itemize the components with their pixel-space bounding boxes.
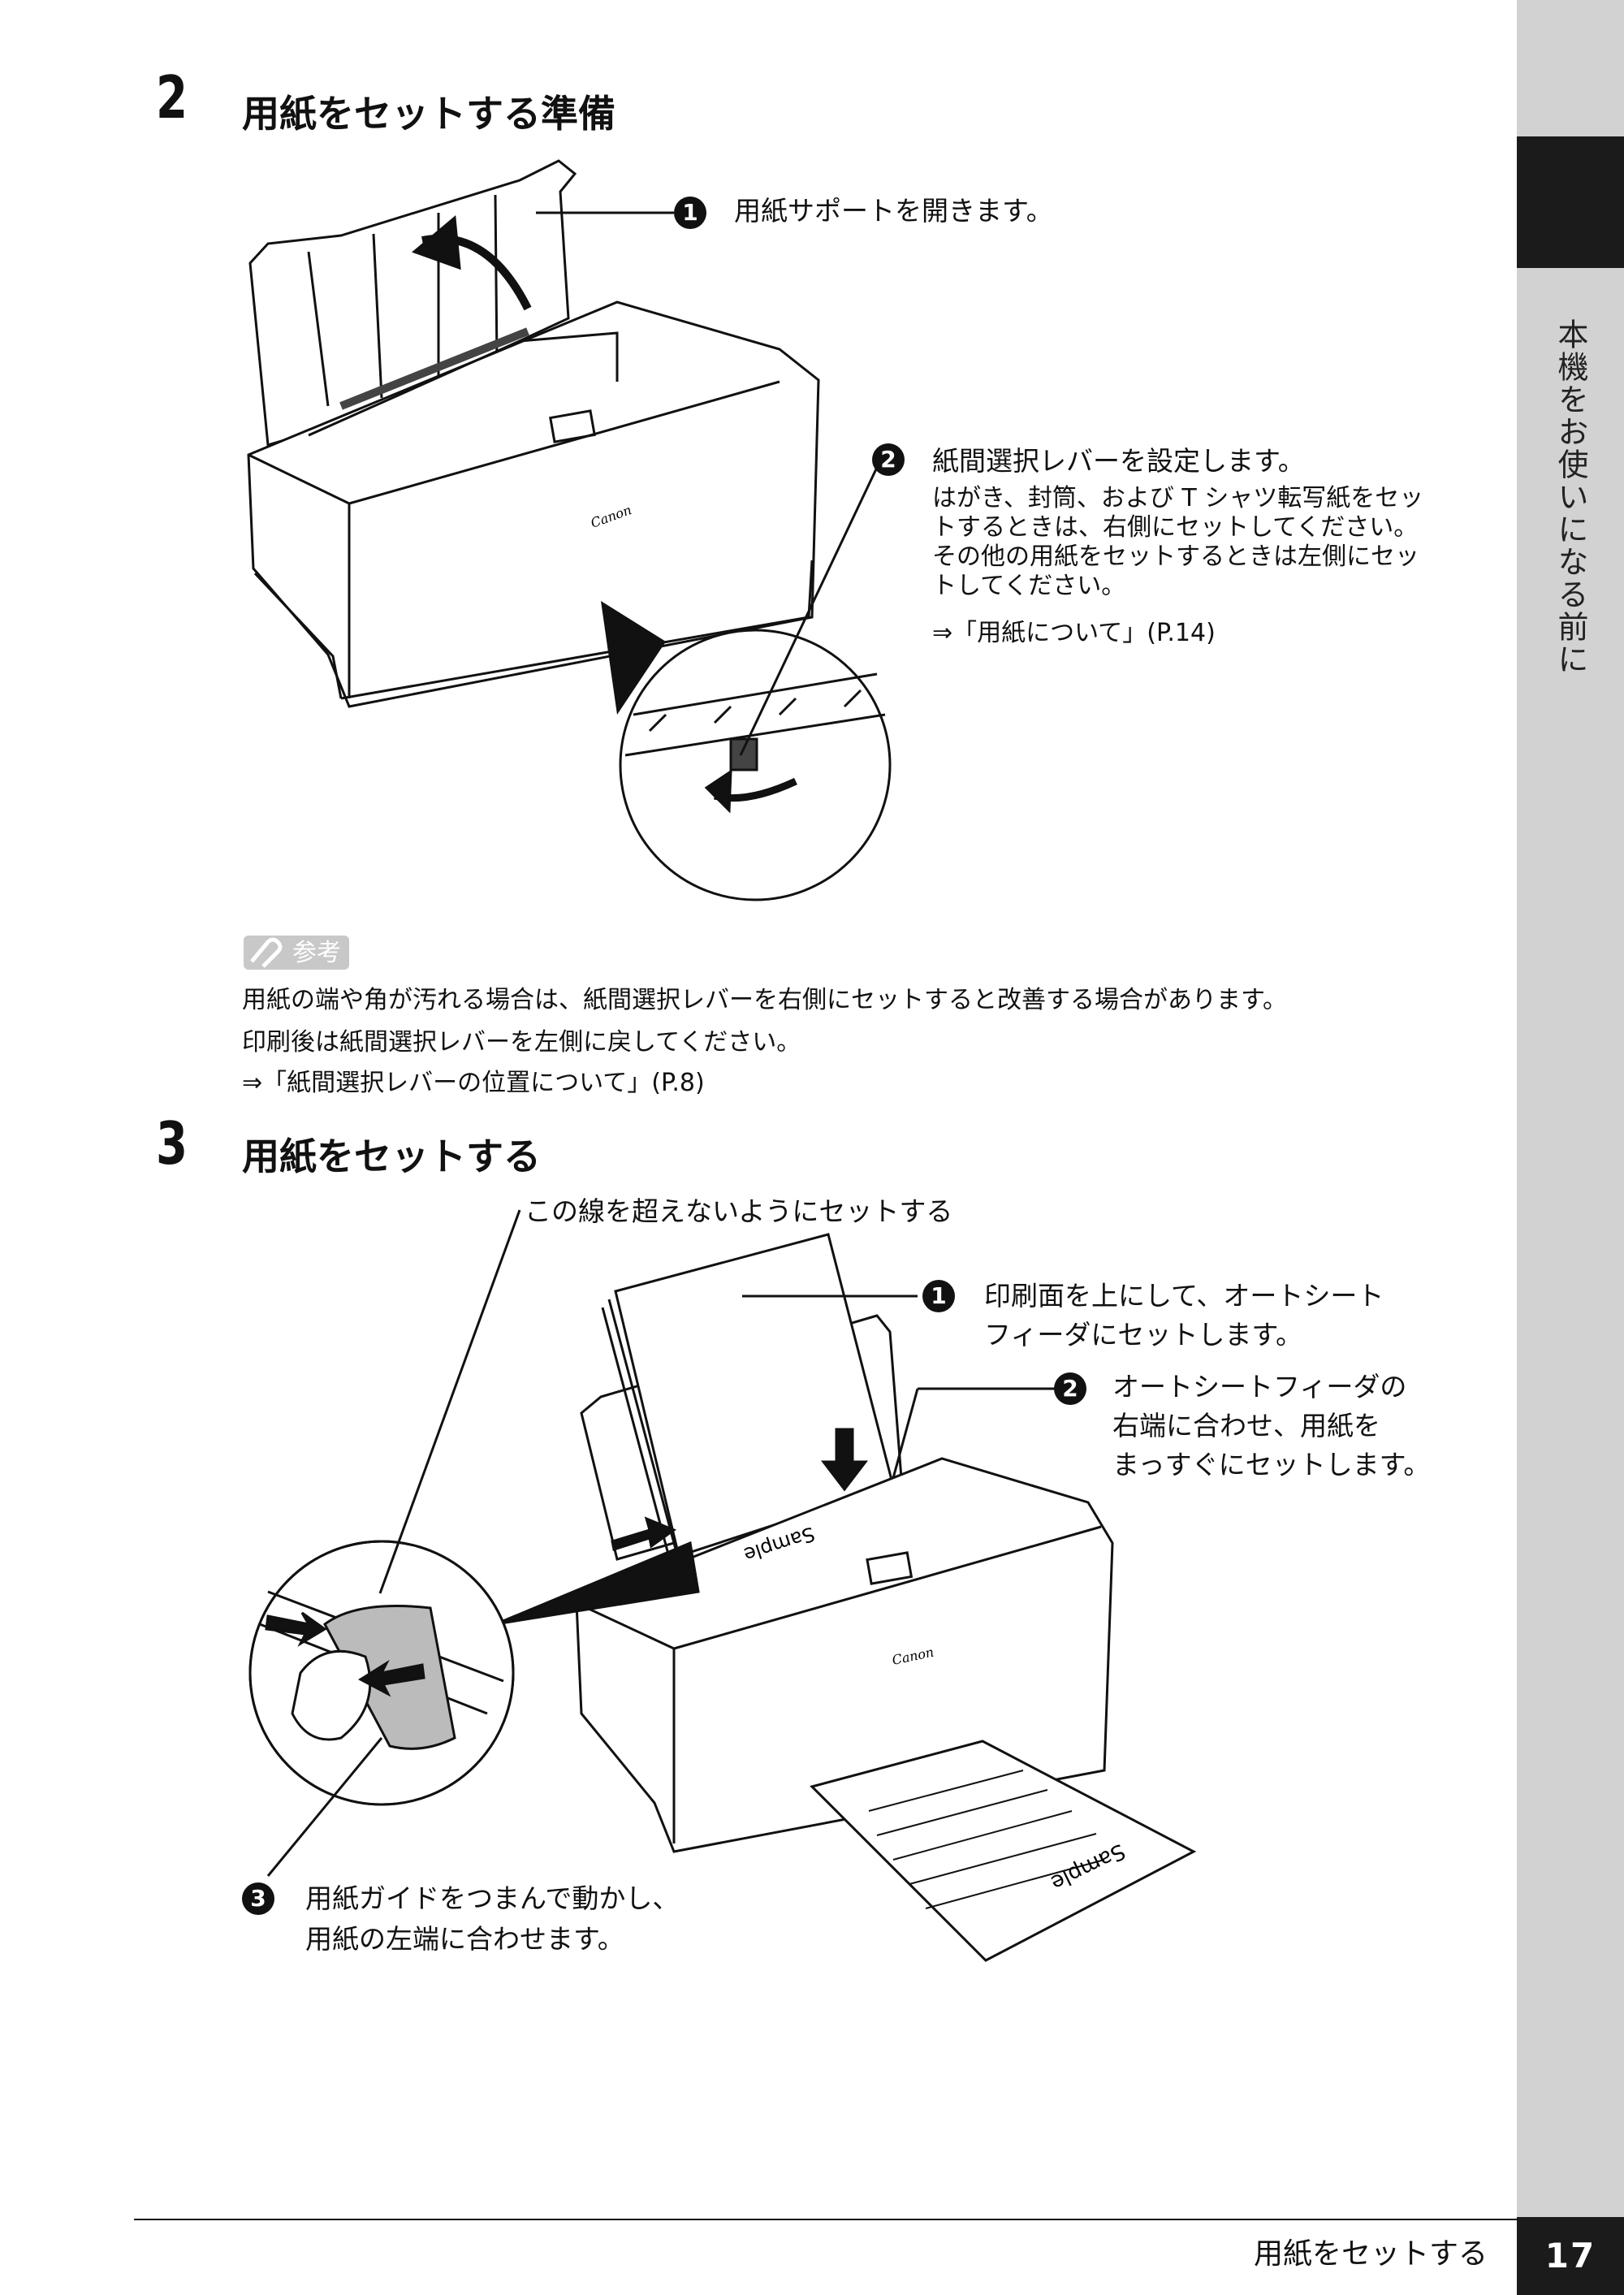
reference-line-2: 印刷後は紙間選択レバーを左側に戻してください。: [242, 1028, 801, 1057]
reference-clip-icon: [244, 936, 349, 970]
footer-rule: [134, 2219, 1517, 2220]
callout3-text-2-line-2: 右端に合わせ、用紙を: [1112, 1410, 1380, 1441]
reference-label: 参考: [292, 939, 341, 967]
callout3-text-3-line-2: 用紙の左端に合わせます。: [305, 1923, 624, 1955]
callout3-text-1-line-1: 印刷面を上にして、オートシート: [984, 1280, 1384, 1312]
lever-detail-line-2: トするときは、右側にセットしてください。: [932, 513, 1419, 542]
callout-text-lever: 紙間選択レバーを設定します。: [932, 445, 1305, 477]
page-number: 17: [1517, 2217, 1624, 2295]
callout-number-2: 2: [872, 443, 905, 476]
reference-line-3-link[interactable]: ⇒「紙間選択レバーの位置について」(P.8): [242, 1069, 705, 1097]
callout3-number-3: 3: [242, 1882, 274, 1915]
reference-line-1: 用紙の端や角が汚れる場合は、紙間選択レバーを右側にセットすると改善する場合があり…: [242, 986, 1287, 1014]
sidebar-tab-marker: [1517, 136, 1624, 268]
printer-illustration-top: Canon: [247, 159, 892, 901]
callout-number-1: 1: [674, 197, 706, 229]
sidebar-chapter-title: 本機をお使いになる前に: [1553, 318, 1588, 676]
callout3-text-1-line-2: フィーダにセットします。: [984, 1319, 1303, 1351]
paper-reference-link[interactable]: ⇒「用紙について」(P.14): [932, 619, 1216, 647]
callout3-text-3-line-1: 用紙ガイドをつまんで動かし、: [305, 1882, 680, 1914]
lever-detail-line-1: はがき、封筒、および T シャツ転写紙をセッ: [932, 484, 1424, 512]
lever-detail-line-3: その他の用紙をセットするときは左側にセッ: [932, 542, 1419, 571]
callout3-number-1: 1: [922, 1280, 955, 1312]
callout-text-open-support: 用紙サポートを開きます。: [734, 195, 1053, 227]
step-number-2: 2: [156, 63, 188, 132]
printer-illustration-bottom: Canon Sample Sample: [248, 1209, 1197, 1962]
line-limit-note: この線を超えないようにセットする: [525, 1195, 953, 1227]
lever-detail-line-4: トしてください。: [932, 572, 1126, 600]
callout3-text-2-line-1: オートシートフィーダの: [1112, 1371, 1407, 1402]
section2-title: 用紙をセットする準備: [242, 92, 615, 136]
step-number-3: 3: [156, 1109, 188, 1178]
callout3-number-2: 2: [1054, 1372, 1086, 1405]
footer-section-title: 用紙をセットする: [1253, 2237, 1488, 2271]
callout3-text-2-line-3: まっすぐにセットします。: [1112, 1449, 1431, 1480]
sidebar: [1517, 0, 1624, 2295]
section3-title: 用紙をセットする: [242, 1135, 541, 1178]
